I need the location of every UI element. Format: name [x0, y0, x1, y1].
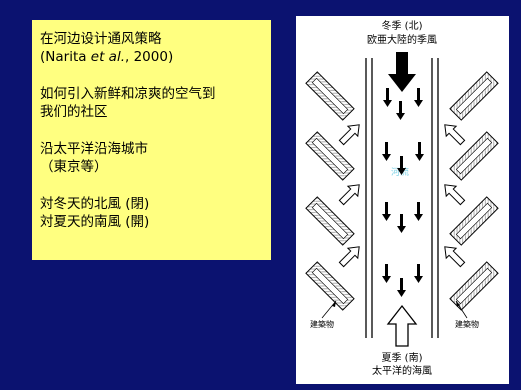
citation-suffix: , 2000)	[125, 49, 174, 65]
river-flow-arrows	[382, 88, 424, 297]
leader-arrowhead-icon	[456, 301, 460, 307]
breeze-arrow-icon	[444, 124, 466, 146]
left-buildings	[305, 71, 355, 311]
panel-title: 在河边设计通风策略	[40, 31, 162, 47]
breeze-arrow-icon	[444, 184, 466, 206]
breeze-arrow-icon	[338, 246, 360, 268]
building	[305, 131, 355, 181]
building	[449, 261, 499, 311]
citation: (Narita et al., 2000)	[40, 48, 263, 66]
panel-line-4: （東京等）	[40, 159, 108, 175]
flow-arrow-icon	[382, 202, 391, 221]
flow-arrow-icon	[382, 264, 391, 283]
citation-etal: et al.	[90, 49, 126, 65]
panel-line-1: 如何引入新鲜和凉爽的空气到	[40, 86, 216, 102]
building	[305, 196, 355, 246]
right-buildings	[449, 71, 499, 311]
panel-line-6: 対夏天的南風 (開)	[40, 214, 150, 230]
building	[305, 71, 355, 121]
flow-arrow-icon	[383, 88, 392, 107]
building-label-right: 建築物	[455, 319, 479, 329]
building	[449, 131, 499, 181]
winter-subtitle: 欧亜大陸的季風	[367, 33, 437, 46]
panel-line-5: 対冬天的北風 (閉)	[40, 196, 150, 212]
breeze-arrow-icon	[444, 246, 466, 268]
breeze-arrow-icon	[338, 124, 360, 146]
flow-arrow-icon	[397, 278, 406, 297]
flow-arrow-icon	[382, 142, 391, 161]
building-label-left: 建築物	[310, 319, 334, 329]
building	[449, 196, 499, 246]
flow-arrow-icon	[396, 101, 405, 120]
text-panel: 在河边设计通风策略 (Narita et al., 2000) 如何引入新鲜和凉…	[32, 20, 271, 260]
breeze-arrow-icon	[338, 184, 360, 206]
leader-arrowhead-icon	[332, 301, 336, 307]
summer-wind-arrow	[386, 304, 418, 347]
building	[449, 71, 499, 121]
citation-prefix: (Narita	[40, 49, 91, 65]
summer-title: 夏季 (南)	[382, 351, 423, 364]
diagram-svg: 冬季 (北) 欧亜大陸的季風 夏季 (南) 太平洋的海風 河流 建築物 建築物	[305, 19, 499, 377]
flow-arrow-icon	[414, 264, 423, 283]
panel-line-2: 我们的社区	[40, 104, 108, 120]
panel-line-3: 沿太平洋沿海城市	[40, 141, 148, 157]
breeze-arrows	[338, 124, 466, 268]
winter-title: 冬季 (北)	[382, 19, 423, 32]
winter-wind-arrow	[388, 52, 416, 92]
flow-arrow-icon	[414, 88, 423, 107]
flow-arrow-icon	[415, 142, 424, 161]
flow-arrow-icon	[414, 202, 423, 221]
flow-arrow-icon	[397, 214, 406, 233]
summer-subtitle: 太平洋的海風	[372, 364, 432, 377]
ventilation-diagram: 冬季 (北) 欧亜大陸的季風 夏季 (南) 太平洋的海風 河流 建築物 建築物	[296, 16, 509, 384]
building	[305, 261, 355, 311]
flow-arrow-icon	[397, 156, 406, 175]
building-leader-left	[321, 300, 337, 319]
